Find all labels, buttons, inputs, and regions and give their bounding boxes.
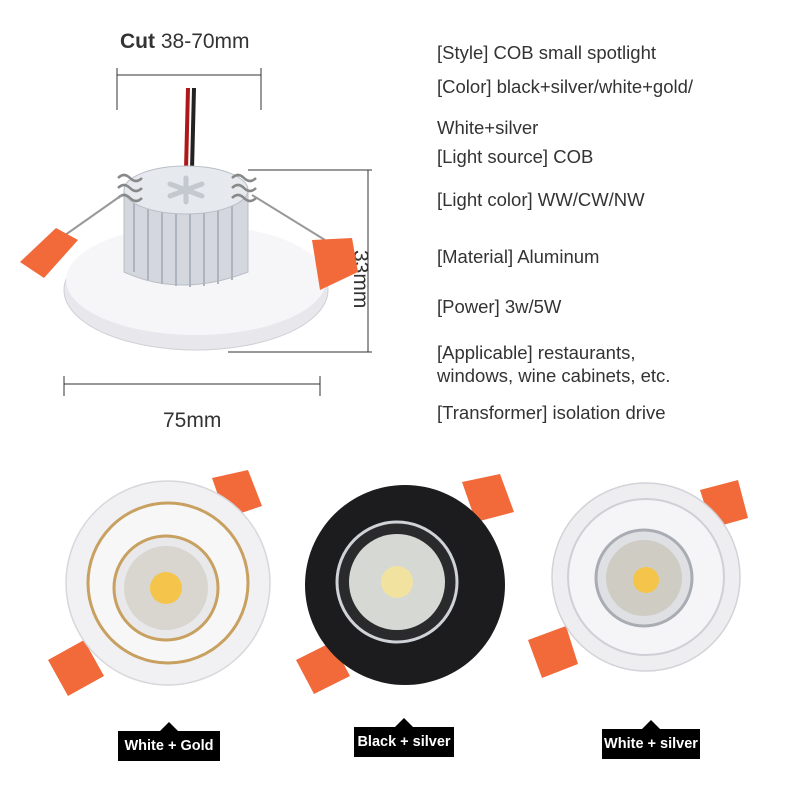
spec-applicable: [Applicable] restaurants,	[437, 342, 636, 363]
spec-light-color: [Light color] WW/CW/NW	[437, 189, 645, 210]
spec-style: [Style] COB small spotlight	[437, 42, 656, 63]
variant-label-white-silver: White + silver	[602, 720, 700, 759]
spec-applicable-cont: windows, wine cabinets, etc.	[437, 365, 671, 386]
spec-color: [Color] black+silver/white+gold/	[437, 76, 694, 97]
spec-transformer: [Transformer] isolation drive	[437, 402, 666, 423]
diameter-dimension-label: 75mm	[163, 409, 222, 432]
variant-label-black-silver: Black + silver	[354, 718, 454, 757]
spec-material: [Material] Aluminum	[437, 246, 600, 267]
variant-label-white-gold: White + Gold	[118, 722, 220, 761]
spec-power: [Power] 3w/5W	[437, 296, 562, 317]
spec-light-source: [Light source] COB	[437, 146, 594, 167]
cut-label: Cut	[120, 30, 155, 53]
spec-color-cont: White+silver	[437, 117, 539, 138]
cut-value: 38-70mm	[160, 30, 250, 53]
cut-dimension-label: Cut 38-70mm	[120, 30, 250, 54]
